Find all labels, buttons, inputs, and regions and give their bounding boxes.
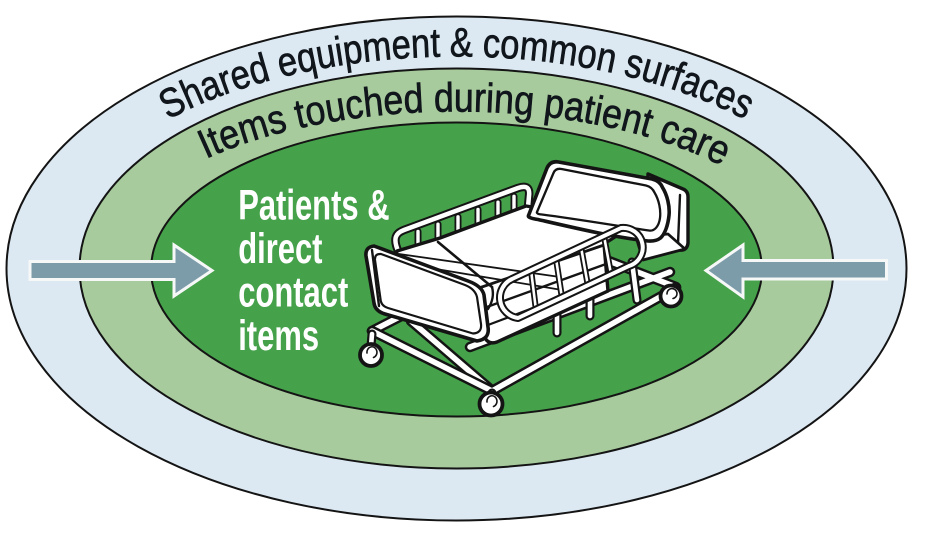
svg-text:items: items <box>238 311 319 359</box>
svg-text:contact: contact <box>238 267 348 315</box>
svg-text:direct: direct <box>238 224 323 272</box>
svg-text:Patients &: Patients & <box>238 180 389 228</box>
